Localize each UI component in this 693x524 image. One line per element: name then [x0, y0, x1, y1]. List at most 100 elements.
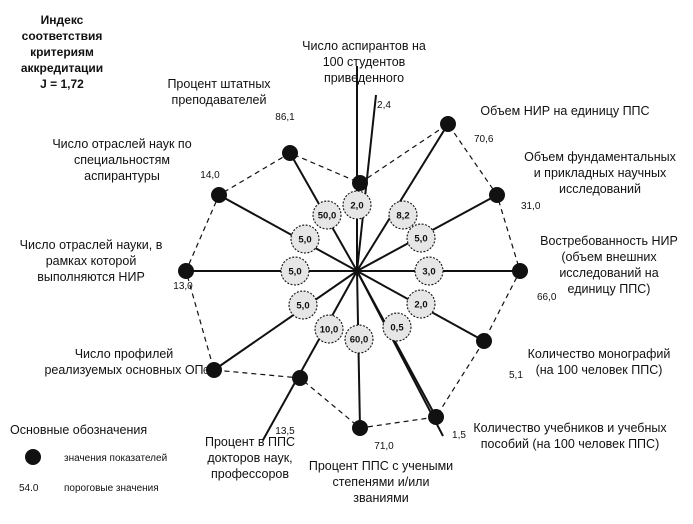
- indicator-label: профессоров: [211, 467, 289, 481]
- legend-threshold-label: пороговые значения: [64, 483, 159, 494]
- inner-value: 0,5: [390, 323, 404, 334]
- inner-value: 50,0: [318, 211, 337, 222]
- inner-value: 5,0: [288, 267, 301, 278]
- threshold-value: 13,0: [173, 281, 193, 292]
- axis-lines: [186, 66, 520, 441]
- inner-value-circle: [290, 224, 320, 254]
- indicator-label: Объем фундаментальных: [524, 150, 677, 164]
- indicator-dot-icon: [512, 263, 528, 279]
- inner-value: 5,0: [296, 301, 309, 312]
- indicator-dot-icon: [428, 409, 444, 425]
- indicator-dot-icon: [476, 333, 492, 349]
- indicator-label: исследований на: [559, 266, 658, 280]
- indicator-label: Процент в ППС: [205, 435, 295, 449]
- indicator-dot-icon: [282, 145, 298, 161]
- indicator-label: (объем внешних: [561, 250, 657, 264]
- threshold-value: 86,1: [275, 112, 295, 123]
- indicator-label: Процент ППС с учеными: [309, 459, 453, 473]
- threshold-outline: [185, 123, 521, 429]
- indicator-label: и прикладных научных: [534, 166, 667, 180]
- inner-value: 60,0: [350, 335, 369, 346]
- indicator-dot-icon: [352, 175, 368, 191]
- indicator-dot-icon: [206, 362, 222, 378]
- index-value: J = 1,72: [40, 77, 84, 91]
- indicator-dot-icon: [178, 263, 194, 279]
- legend-dot-icon: [25, 449, 41, 465]
- threshold-value: 14,0: [200, 170, 220, 181]
- indicator-label: степенями и/или: [333, 475, 430, 489]
- threshold-value: 66,0: [537, 292, 557, 303]
- indicator-label: докторов наук,: [207, 451, 292, 465]
- indicator-label: исследований: [559, 182, 641, 196]
- indicator-dot-icon: [489, 187, 505, 203]
- indicator-label: Число отраслей наук по: [52, 137, 191, 151]
- axis-line: [356, 123, 449, 272]
- indicator-dot-icon: [292, 370, 308, 386]
- inner-value: 2,0: [350, 201, 363, 212]
- indicator-label: Количество монографий: [528, 347, 671, 361]
- indicator-label: приведенного: [324, 71, 404, 85]
- indicator-dot-icon: [352, 420, 368, 436]
- indicator-label: Число отраслей науки, в: [20, 238, 163, 252]
- inner-value-circle: [382, 312, 412, 342]
- legend-title: Основные обозначения: [10, 423, 147, 437]
- indicator-label: званиями: [353, 491, 408, 505]
- indicator-label: (на 100 человек ППС): [536, 363, 663, 377]
- index-line-2: соответствия: [22, 29, 103, 43]
- index-line-4: аккредитации: [21, 61, 103, 75]
- indicator-label: выполняются НИР: [37, 270, 145, 284]
- legend-threshold-sample: 54.0: [19, 483, 39, 494]
- indicator-label: Процент штатных: [167, 77, 271, 91]
- inner-value-circle: [406, 223, 436, 253]
- axis-line: [218, 194, 358, 272]
- inner-value: 5,0: [414, 234, 427, 245]
- index-box: Индекс соответствия критериям аккредитац…: [21, 13, 103, 91]
- indicator-label: реализуемых основных ОП: [44, 363, 203, 377]
- indicator-dot-icon: [440, 116, 456, 132]
- indicator-label: Объем НИР на единицу ППС: [480, 104, 649, 118]
- indicator-label: 100 студентов: [323, 55, 406, 69]
- indicator-label: Число аспирантов на: [302, 39, 426, 53]
- labels: 2,0 2,4 Число аспирантов на 100 студентов пр…: [20, 39, 678, 505]
- indicator-label: аспирантуры: [84, 169, 160, 183]
- threshold-value: 5,1: [509, 370, 523, 381]
- inner-value-circle: [288, 290, 318, 320]
- legend-dot-label: значения показателей: [64, 453, 167, 464]
- indicator-label: пособий (на 100 человек ППС): [481, 437, 659, 451]
- index-line-1: Индекс: [41, 13, 84, 27]
- threshold-value: 13,5: [275, 426, 295, 437]
- inner-value-circle: [342, 190, 372, 220]
- indicator-label: Число профилей: [75, 347, 174, 361]
- axis-line: [356, 270, 444, 437]
- inner-value-circle: [344, 324, 374, 354]
- threshold-value: 2,4: [377, 100, 391, 111]
- indicator-label: преподавателей: [172, 93, 267, 107]
- threshold-value: 71,0: [374, 441, 394, 452]
- inner-value: 8,2: [396, 211, 409, 222]
- legend: Основные обозначения значения показателе…: [10, 423, 167, 494]
- indicator-label: Количество учебников и учебных: [473, 421, 667, 435]
- indicator-label: Востребованность НИР: [540, 234, 678, 248]
- inner-value: 5,0: [298, 235, 311, 246]
- inner-value-circle: [314, 314, 344, 344]
- indicator-dot-icon: [211, 187, 227, 203]
- indicator-label: единицу ППС): [568, 282, 651, 296]
- inner-value: 3,0: [422, 267, 435, 278]
- threshold-polygon: [185, 123, 521, 429]
- inner-value-circles: [280, 190, 444, 354]
- indicator-label: специальностям: [74, 153, 170, 167]
- indicator-label: рамках которой: [46, 254, 137, 268]
- inner-value-circle: [388, 200, 418, 230]
- index-line-3: критериям: [30, 45, 94, 59]
- threshold-value: 1,5: [452, 430, 466, 441]
- threshold-value: 6,0: [203, 366, 217, 377]
- inner-value-circle: [414, 256, 444, 286]
- axis-line: [262, 270, 358, 441]
- threshold-value: 70,6: [474, 134, 494, 145]
- inner-value-circle: [406, 289, 436, 319]
- axis-line: [213, 270, 358, 371]
- indicator-dots: [178, 116, 528, 436]
- inner-value-circle: [312, 200, 342, 230]
